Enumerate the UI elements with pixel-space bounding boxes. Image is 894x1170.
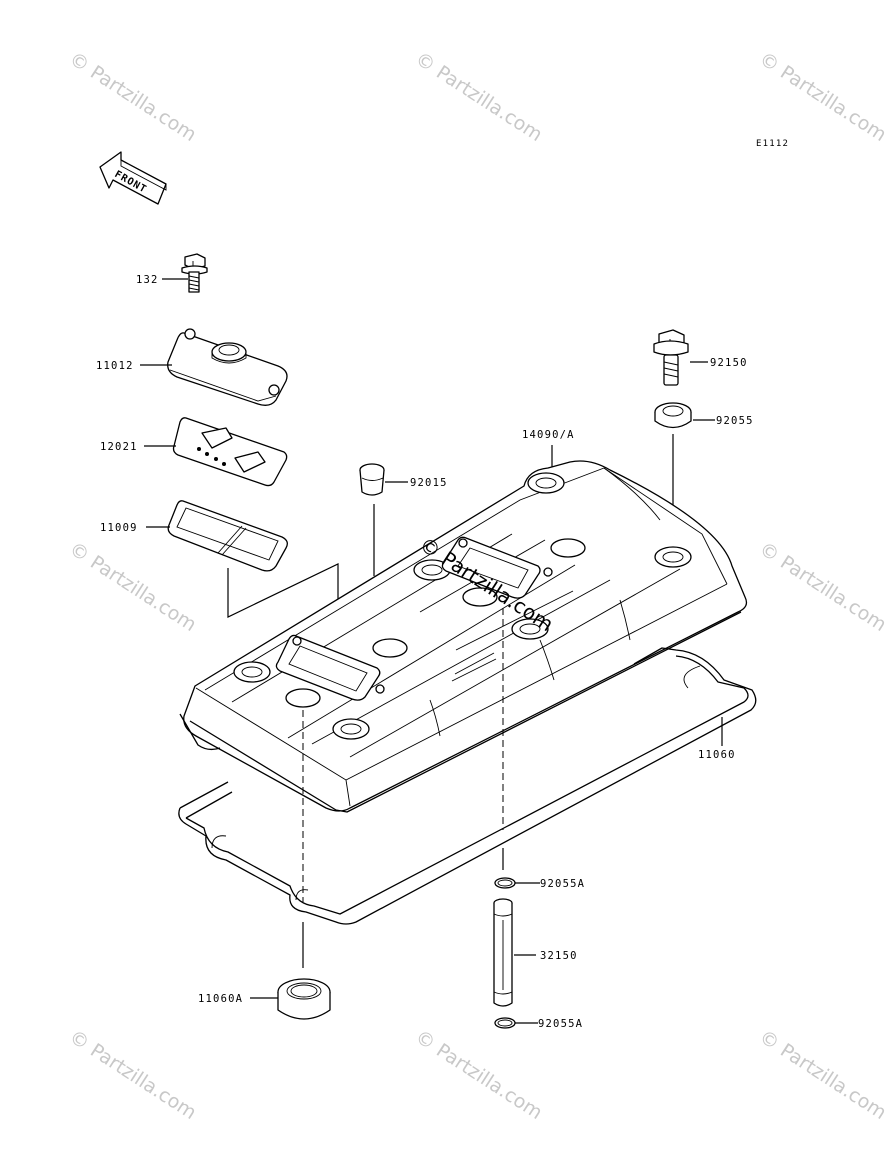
watermark: © Partzilla.com	[411, 48, 546, 146]
part-label-92055a-top: 92055A	[540, 878, 585, 890]
bolt-132	[181, 253, 208, 293]
watermark: © Partzilla.com	[755, 48, 890, 146]
washer-92055	[654, 402, 692, 429]
part-label-92055: 92055	[716, 415, 754, 427]
part-label-11012: 11012	[96, 360, 134, 372]
seal-11060a	[277, 978, 331, 1020]
plate-12021	[172, 417, 288, 487]
breather-cover-11012	[167, 328, 288, 406]
gasket-11009	[167, 500, 288, 572]
part-label-92015: 92015	[410, 477, 448, 489]
front-arrow-icon: FRONT	[99, 151, 167, 205]
pipe-32150	[493, 898, 513, 1007]
part-label-132: 132	[136, 274, 159, 286]
watermark: © Partzilla.com	[755, 538, 890, 636]
cylinder-head-cover-14090a	[179, 460, 748, 813]
part-label-32150: 32150	[540, 950, 578, 962]
diagram-code: E1112	[756, 139, 789, 149]
part-label-11009: 11009	[100, 522, 138, 534]
bolt-92150	[653, 329, 689, 386]
part-label-92055a-bottom: 92055A	[538, 1018, 583, 1030]
o-ring-92055a-bottom	[494, 1017, 516, 1029]
gasket-11060	[178, 647, 757, 925]
part-label-14090a: 14090/A	[522, 429, 575, 441]
part-label-11060: 11060	[698, 749, 736, 761]
o-ring-92055a-top	[494, 877, 516, 889]
part-label-12021: 12021	[100, 441, 138, 453]
grommet-92015	[359, 463, 385, 496]
part-label-11060a: 11060A	[198, 993, 243, 1005]
watermark: © Partzilla.com	[65, 1026, 200, 1124]
watermark: © Partzilla.com	[65, 538, 200, 636]
watermark: © Partzilla.com	[65, 48, 200, 146]
watermark: © Partzilla.com	[755, 1026, 890, 1124]
part-label-92150: 92150	[710, 357, 748, 369]
watermark: © Partzilla.com	[411, 1026, 546, 1124]
